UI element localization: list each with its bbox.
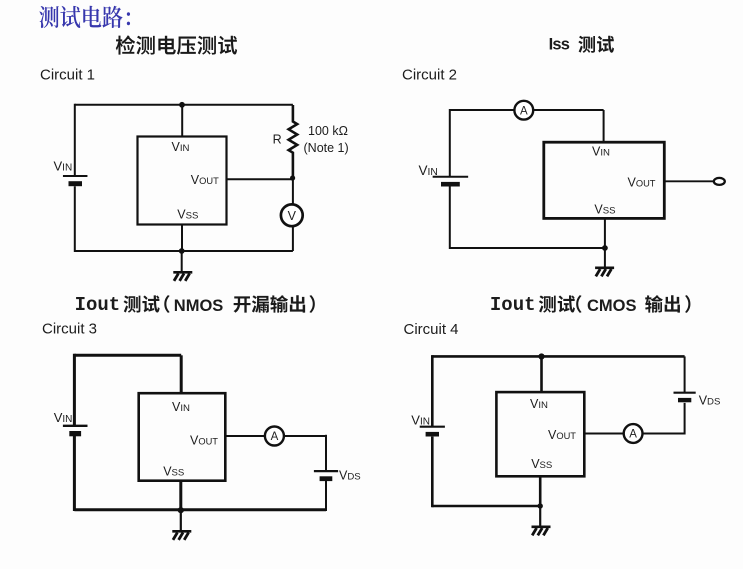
svg-text:Iout: Iout	[75, 294, 121, 316]
svg-text:VSS: VSS	[531, 457, 552, 471]
svg-text:Circuit 4: Circuit 4	[404, 321, 459, 338]
svg-text:R: R	[273, 132, 282, 146]
svg-text:VOUT: VOUT	[190, 433, 218, 447]
svg-text:VSS: VSS	[594, 202, 615, 216]
svg-text:VIN: VIN	[419, 163, 438, 178]
svg-text:A: A	[271, 431, 279, 443]
svg-text:VIN: VIN	[172, 400, 190, 414]
svg-text:VSS: VSS	[177, 208, 198, 222]
svg-text:Iout: Iout	[490, 294, 536, 316]
svg-text:Circuit 2: Circuit 2	[402, 67, 457, 84]
svg-text:Circuit 3: Circuit 3	[42, 321, 97, 338]
svg-text:Iss: Iss	[549, 35, 570, 53]
svg-text:VIN: VIN	[54, 159, 73, 174]
svg-text:A: A	[520, 105, 528, 117]
svg-text:VOUT: VOUT	[628, 175, 656, 189]
svg-text:CMOS: CMOS	[587, 297, 637, 315]
svg-text:VOUT: VOUT	[548, 428, 576, 442]
svg-text:VIN: VIN	[54, 410, 73, 425]
svg-text:VOUT: VOUT	[191, 173, 219, 187]
svg-text:VDS: VDS	[699, 393, 721, 407]
svg-text:(Note 1): (Note 1)	[304, 141, 349, 155]
svg-text:A: A	[629, 429, 637, 441]
svg-text:VIN: VIN	[530, 397, 548, 411]
svg-text:V: V	[288, 209, 297, 223]
svg-text:VIN: VIN	[411, 412, 430, 427]
svg-text:Circuit 1: Circuit 1	[40, 66, 95, 83]
svg-text:100 kΩ: 100 kΩ	[308, 124, 348, 138]
svg-text:VIN: VIN	[592, 144, 610, 158]
svg-text:VSS: VSS	[163, 465, 184, 479]
svg-text:VDS: VDS	[339, 469, 361, 483]
svg-text:NMOS: NMOS	[174, 297, 224, 315]
svg-text:VIN: VIN	[172, 140, 190, 154]
